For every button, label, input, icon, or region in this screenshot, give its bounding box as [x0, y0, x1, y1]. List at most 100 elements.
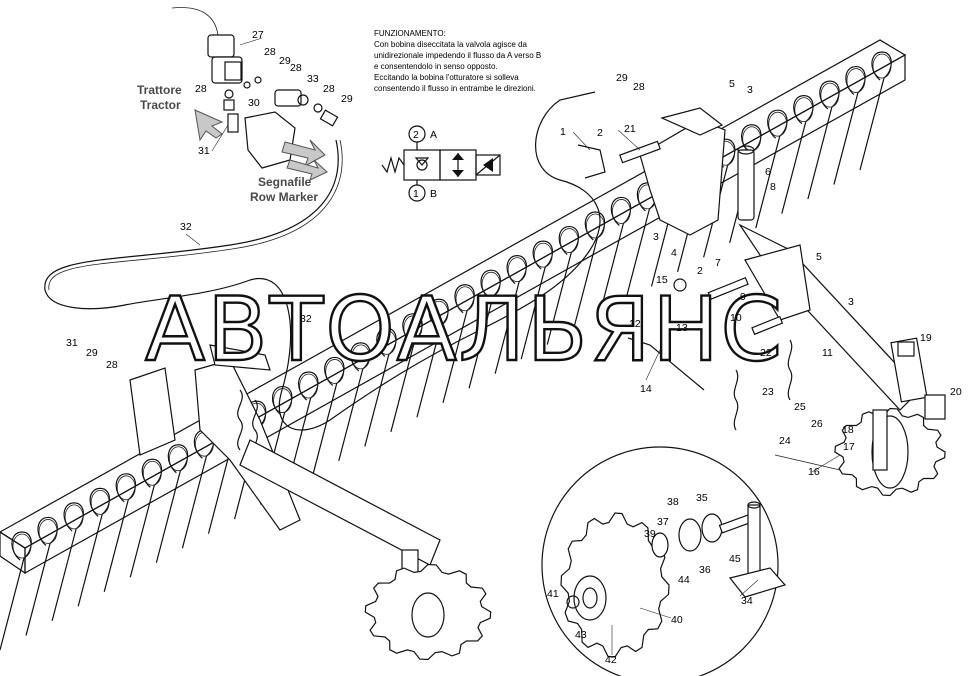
callout-number: 9: [740, 291, 746, 303]
tine-coil: [794, 97, 814, 123]
callout-number: 37: [657, 516, 669, 528]
operation-note: FUNZIONAMENTO: Con bobina diseccitata la…: [374, 29, 541, 93]
tine-coil: [403, 315, 423, 341]
callout-number: 38: [667, 496, 679, 508]
tractor-label-en: Tractor: [140, 98, 181, 112]
leader-lines: [185, 37, 841, 655]
solenoid-valve-assembly: [171, 7, 339, 169]
note-title: FUNZIONAMENTO:: [374, 29, 446, 38]
callout-number: 10: [730, 312, 742, 324]
callout-number: 17: [843, 441, 855, 453]
callout-number: 29: [341, 93, 353, 105]
callout-number: 5: [729, 78, 735, 90]
tine-coil: [846, 68, 866, 93]
callout-number: 22: [760, 347, 772, 359]
callout-number: 28: [195, 83, 207, 95]
callout-number: 19: [920, 332, 932, 344]
callout-number: 27: [252, 29, 264, 41]
callout-number: 3: [653, 231, 659, 243]
part-callouts: 27 28 29 28 33 28 29 28 30 31 32 31 29 2…: [66, 29, 962, 666]
callout-number: 3: [848, 296, 854, 308]
note-line: Eccitando la bobina l'otturatore si soll…: [374, 73, 519, 82]
tine-coil: [64, 504, 84, 530]
left-gauge-wheel: [364, 563, 492, 661]
wheel-hub-detail: [541, 446, 841, 676]
tine-coil: [611, 199, 631, 224]
callout-number: 26: [811, 418, 823, 430]
callout-number: 32: [300, 313, 312, 325]
tine-coil: [12, 533, 32, 559]
callout-number: 6: [765, 166, 771, 178]
tine-coil: [168, 446, 188, 472]
callout-number: 24: [779, 435, 791, 447]
callout-number: 28: [323, 83, 335, 95]
callout-number: 12: [629, 318, 641, 330]
note-line: e consentendolo in senso opposto.: [374, 62, 498, 71]
callout-number: 2: [697, 265, 703, 277]
callout-number: 20: [950, 386, 962, 398]
callout-number: 33: [307, 73, 319, 85]
right-gauge-wheel: [834, 407, 946, 497]
callout-number: 31: [198, 145, 210, 157]
tine-coil: [533, 242, 553, 268]
tine-coil: [507, 257, 527, 283]
tine-coil: [820, 82, 840, 108]
callout-number: 43: [575, 629, 587, 641]
tine-coil: [429, 300, 449, 326]
port-a-label: A: [430, 129, 437, 141]
callout-number: 29: [86, 347, 98, 359]
tine-coil: [116, 475, 136, 501]
callout-number: 7: [715, 257, 721, 269]
callout-number: 28: [264, 46, 276, 58]
callout-number: 31: [66, 337, 78, 349]
callout-number: 39: [644, 528, 656, 540]
tine-coil: [559, 228, 579, 253]
tine-coil: [142, 460, 162, 486]
callout-number: 11: [822, 347, 833, 359]
note-line: Con bobina diseccitata la valvola agisce…: [374, 40, 528, 49]
port-b-number: 1: [413, 188, 419, 200]
tine-coil: [585, 213, 605, 239]
tractor-label-it: Trattore: [137, 83, 182, 97]
row-marker-arrow-icon: [281, 139, 328, 181]
callout-number: 35: [696, 492, 708, 504]
callout-number: 40: [671, 614, 683, 626]
callout-number: 32: [180, 221, 192, 233]
callout-number: 5: [816, 251, 822, 263]
callout-number: 16: [808, 466, 820, 478]
callout-number: 18: [842, 424, 854, 436]
callout-number: 21: [624, 123, 636, 135]
callout-number: 14: [640, 383, 652, 395]
callout-number: 41: [547, 588, 559, 600]
callout-number: 44: [678, 574, 690, 586]
row-marker-label-en: Row Marker: [250, 190, 318, 204]
tine-coil: [481, 271, 501, 297]
callout-number: 25: [794, 401, 806, 413]
tine-coil: [351, 344, 371, 370]
callout-number: 23: [762, 386, 774, 398]
tine-coil: [299, 373, 319, 399]
valve-schematic-symbol: 2 A 1 B: [381, 125, 501, 202]
callout-number: 28: [633, 81, 645, 93]
callout-number: 34: [741, 595, 753, 607]
callout-number: 28: [290, 62, 302, 74]
tine-coil: [872, 53, 892, 79]
callout-number: 1: [560, 126, 566, 138]
callout-number: 36: [699, 564, 711, 576]
tine-coil: [90, 489, 110, 515]
callout-number: 2: [597, 127, 603, 139]
callout-number: 3: [747, 84, 753, 96]
callout-number: 15: [656, 274, 668, 286]
callout-number: 45: [729, 553, 741, 565]
watermark: АВТОАЛЬЯНС: [145, 278, 784, 381]
callout-number: 28: [106, 359, 118, 371]
tine-coil: [455, 286, 475, 312]
callout-number: 29: [279, 55, 291, 67]
port-a-number: 2: [413, 129, 419, 141]
callout-number: 42: [605, 654, 617, 666]
tine-coil: [325, 359, 345, 384]
row-marker-label-it: Segnafile: [258, 175, 312, 189]
callout-number: 13: [676, 322, 688, 334]
